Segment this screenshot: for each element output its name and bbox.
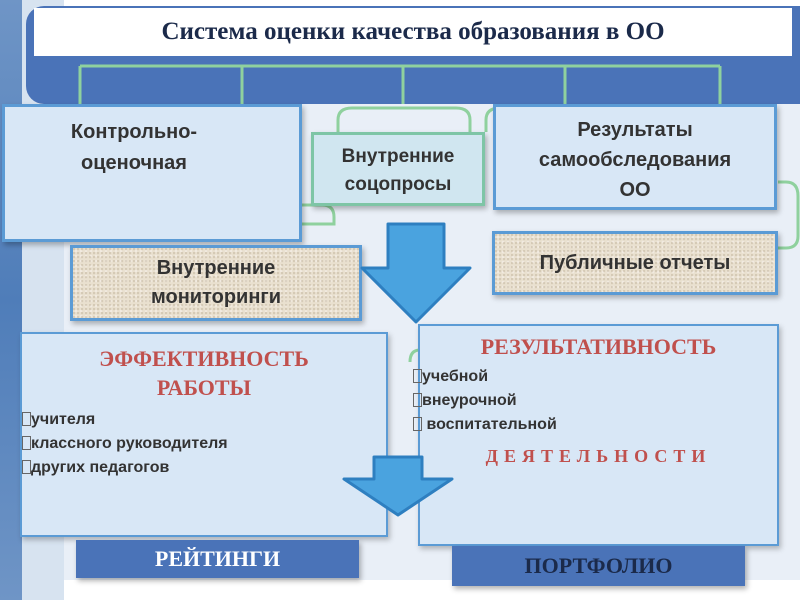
ratings-label: РЕЙТИНГИ [154, 546, 281, 571]
portfolio-label: ПОРТФОЛИО [524, 553, 673, 578]
efficiency-item-label: классного руководителя [31, 435, 228, 452]
title-box [34, 8, 792, 56]
square-bullet-icon [22, 436, 31, 450]
internal-monitoring-box: Внутренние мониторинги [70, 245, 362, 321]
list-item: учителя [22, 408, 228, 432]
ratings-bar: РЕЙТИНГИ [76, 540, 359, 578]
square-bullet-icon [22, 460, 31, 474]
list-item: других педагогов [22, 456, 228, 480]
list-item: внеурочной [413, 389, 557, 413]
self-examination-box: Результаты самообследования ОО [493, 104, 777, 210]
activity-word: ДЕЯТЕЛЬНОСТИ [485, 446, 712, 466]
results-item-label: учебной [422, 368, 489, 385]
list-item: классного руководителя [22, 432, 228, 456]
public-reports-label: Публичные отчеты [539, 251, 731, 274]
results-item-label: воспитательной [422, 416, 557, 433]
results-heading: РЕЗУЛЬТАТИВНОСТЬ [480, 334, 717, 359]
efficiency-heading: ЭФФЕКТИВНОСТЬ РАБОТЫ [99, 346, 309, 401]
left-decor-strip [0, 0, 22, 600]
internal-surveys-box: Внутренние соцопросы [311, 132, 485, 206]
page-title: Система оценки качества образования в ОО [161, 18, 665, 45]
control-evaluation-box: Контрольно- оценочная [2, 104, 302, 242]
efficiency-item-label: учителя [31, 411, 96, 428]
control-evaluation-label: Контрольно- оценочная [70, 121, 198, 174]
square-bullet-icon [413, 369, 422, 383]
square-bullet-icon [413, 393, 422, 407]
internal-monitoring-label: Внутренние мониторинги [150, 257, 282, 308]
efficiency-panel: ЭФФЕКТИВНОСТЬ РАБОТЫ учителя классного р… [20, 332, 388, 537]
results-list: учебной внеурочной воспитательной [413, 365, 557, 437]
results-item-label: внеурочной [422, 392, 517, 409]
portfolio-bar: ПОРТФОЛИО [452, 546, 745, 586]
list-item: воспитательной [413, 413, 557, 437]
efficiency-list: учителя классного руководителя других пе… [22, 408, 228, 480]
self-examination-label: Результаты самообследования ОО [538, 119, 732, 201]
efficiency-item-label: других педагогов [31, 459, 170, 476]
public-reports-box: Публичные отчеты [492, 231, 778, 295]
results-panel: РЕЗУЛЬТАТИВНОСТЬ учебной внеурочной восп… [413, 324, 779, 546]
square-bullet-icon [413, 417, 422, 431]
internal-surveys-label: Внутренние соцопросы [341, 146, 455, 195]
square-bullet-icon [22, 412, 31, 426]
list-item: учебной [413, 365, 557, 389]
